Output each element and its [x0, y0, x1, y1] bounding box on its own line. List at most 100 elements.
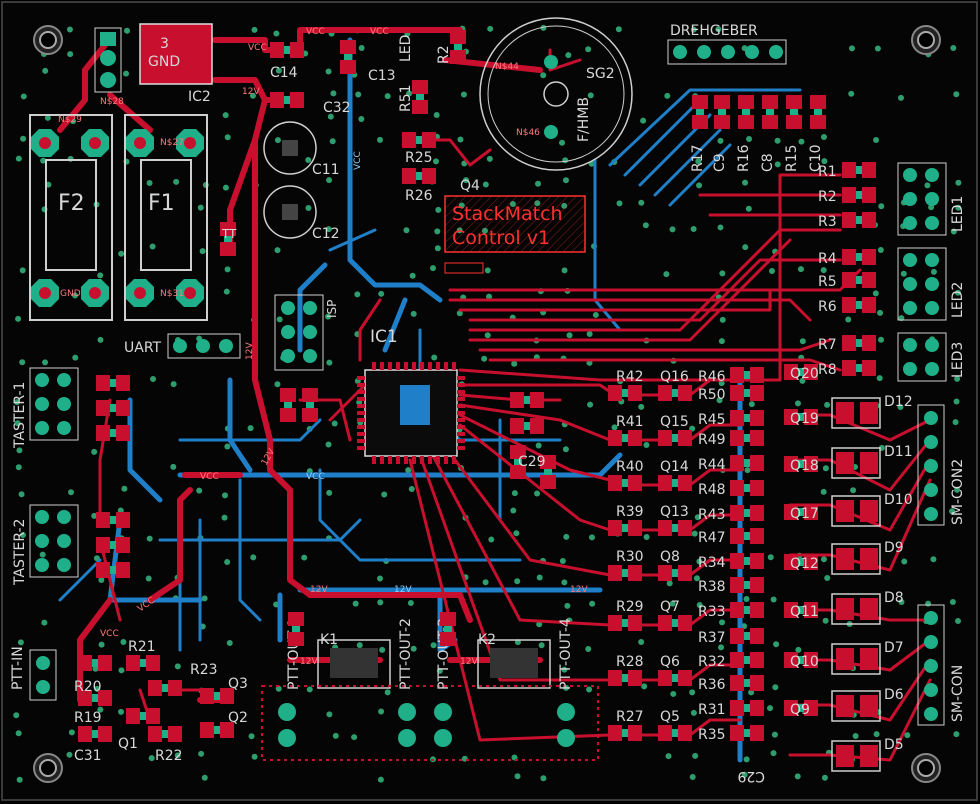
via: [615, 26, 622, 33]
r28-part-label: R28: [616, 654, 644, 670]
via: [15, 464, 22, 471]
q15-part-label: Q15: [660, 414, 689, 430]
sm-con2-header: SM-CON2: [917, 404, 966, 526]
d10-label: D10: [884, 492, 913, 508]
ref-led: LED: [398, 35, 414, 62]
r38-part: R38: [698, 577, 764, 595]
q8-part: Q8: [658, 549, 692, 581]
r46-part-label: R46: [698, 369, 726, 385]
q16-part-label: Q16: [660, 369, 689, 385]
via: [587, 401, 594, 408]
via: [561, 666, 568, 673]
ref-r2-top: R2: [436, 45, 452, 64]
r43-part: R43: [698, 505, 764, 523]
d12-label: D12: [884, 394, 913, 410]
ic2-label: IC2: [188, 89, 211, 105]
via: [326, 489, 333, 496]
q3-part: [200, 688, 234, 704]
via: [325, 226, 332, 233]
via: [795, 646, 802, 653]
via: [148, 755, 155, 762]
via: [771, 731, 778, 738]
via: [900, 270, 907, 277]
c-mcu-4: [540, 455, 556, 489]
via: [511, 754, 518, 761]
via: [799, 377, 806, 384]
relay-footprint-area: [261, 685, 599, 761]
via: [410, 310, 417, 317]
via: [741, 623, 748, 630]
ref-q4: Q4: [460, 178, 480, 194]
c-isp-2: [302, 388, 318, 422]
via: [378, 290, 385, 297]
via: [848, 90, 855, 97]
via: [329, 138, 336, 145]
via: [251, 753, 258, 760]
r33-part-label: R33: [698, 604, 726, 620]
via: [717, 224, 724, 231]
c32-part: [270, 92, 304, 108]
via: [40, 157, 47, 164]
r5-part: R5: [818, 272, 876, 290]
via: [689, 689, 696, 696]
via: [354, 291, 361, 298]
via: [434, 245, 441, 252]
d9-diode: D9: [831, 540, 904, 575]
via: [409, 272, 416, 279]
via: [306, 686, 313, 693]
d6-label: D6: [884, 687, 904, 703]
via: [824, 401, 831, 408]
r36-part: R36: [698, 675, 764, 693]
net-12v-3: 12V: [394, 585, 412, 595]
taster1-r1: [96, 400, 130, 416]
q14-part-label: Q14: [660, 459, 689, 475]
via: [669, 600, 676, 607]
via: [690, 225, 697, 232]
r16-part: R16: [736, 95, 754, 172]
via: [486, 155, 493, 162]
via: [873, 731, 880, 738]
r40-part-label: R40: [616, 459, 644, 475]
drehgeber-label: DREHGEBER: [670, 23, 758, 39]
via: [39, 551, 46, 558]
via: [767, 554, 774, 561]
via: [898, 598, 905, 605]
via: [274, 137, 281, 144]
via: [794, 400, 801, 407]
via: [689, 773, 696, 780]
via: [170, 463, 177, 470]
via: [326, 359, 333, 366]
net-12v-1: 12V: [242, 87, 260, 97]
isp-header: ISP: [274, 294, 339, 371]
via: [820, 488, 827, 495]
led3-label: LED3: [950, 342, 966, 378]
via: [955, 618, 962, 625]
r44-part-label: R44: [698, 457, 726, 473]
via: [196, 487, 203, 494]
taster-1-header: TASTER-1: [12, 367, 79, 449]
sm-con-header: SM-CON: [917, 604, 966, 726]
via: [222, 112, 229, 119]
via: [950, 45, 957, 52]
via: [898, 94, 905, 101]
via: [536, 574, 543, 581]
c13-part: [340, 40, 356, 74]
c9-part-label: C9: [712, 153, 728, 172]
net-n44: N$44: [495, 62, 519, 72]
via: [561, 267, 568, 274]
via: [406, 90, 413, 97]
r16-part-label: R16: [736, 144, 752, 172]
via: [19, 531, 26, 538]
c-out-1: [288, 612, 304, 646]
via: [197, 204, 204, 211]
via: [693, 575, 700, 582]
board-subtitle: Control v1: [452, 227, 550, 249]
via: [949, 599, 956, 606]
via: [876, 375, 883, 382]
taster-2-header: TASTER-2: [12, 504, 79, 586]
uart-header: UART: [124, 333, 241, 359]
q8-part-label: Q8: [660, 549, 680, 565]
c-isp-1: [280, 388, 296, 422]
